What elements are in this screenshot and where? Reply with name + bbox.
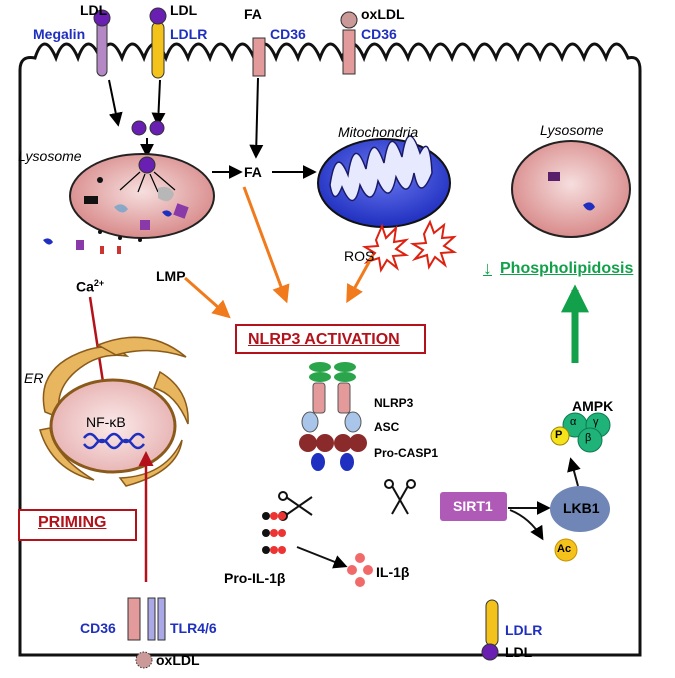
nfkb-label: NF-κB (86, 414, 126, 430)
lysosome-right (511, 140, 631, 238)
cd36-fa-label: CD36 (270, 26, 306, 42)
p-label: P (555, 429, 563, 441)
ldl-label-2: LDL (170, 2, 198, 18)
ldlr-label-top: LDLR (170, 26, 208, 42)
ldl-particle (131, 120, 147, 136)
ldl-label-bottom: LDL (505, 644, 533, 660)
sirt1-box (440, 492, 507, 521)
ca-label: Ca2+ (76, 278, 105, 295)
cd36-label-bottom: CD36 (80, 620, 116, 636)
mitochondria (317, 135, 451, 228)
nlrp3-activation-label: NLRP3 ACTIVATION (248, 331, 400, 348)
asc-label: ASC (374, 420, 400, 434)
cd36-fa-receptor (252, 37, 266, 77)
fa-label-top: FA (244, 6, 262, 22)
lysosome-left (69, 153, 215, 239)
beta-label: β (585, 432, 592, 444)
ros-burst (361, 219, 458, 273)
mitochondria-label: Mitochondria (338, 124, 419, 140)
er-label: ER (24, 370, 44, 386)
priming-label: PRIMING (38, 514, 107, 531)
ampk-label: AMPK (572, 398, 614, 414)
il1b-particles (347, 553, 373, 587)
procasp1-label: Pro-CASP1 (374, 446, 439, 460)
lkb1-label: LKB1 (563, 500, 600, 516)
lysosome-leak (43, 230, 142, 254)
megalin-receptor (93, 9, 111, 77)
alpha-label: α (570, 416, 577, 428)
tlr46-receptor (135, 597, 166, 669)
pro-il1b-label: Pro-IL-1β (224, 570, 286, 586)
cd36-label-top: CD36 (361, 26, 397, 42)
sirt1-label: SIRT1 (453, 498, 493, 514)
endoplasmic-reticulum (39, 336, 189, 487)
cd36-receptor-bottom (127, 597, 141, 641)
lkb1-node (550, 486, 610, 532)
lysosome-label-left: Lysosome (18, 148, 82, 164)
fa-label-mid: FA (244, 164, 262, 180)
ldl-label: LDL (80, 2, 108, 18)
phospholipidosis-label: Phospholipidosis (500, 260, 634, 277)
oxldl-label-bottom: oxLDL (156, 652, 200, 668)
ac-label: Ac (557, 543, 572, 555)
lysosome-label-right: Lysosome (540, 122, 604, 138)
priming-box (18, 509, 137, 541)
nlrp3-activation-box (235, 324, 426, 354)
down-arrow-label: ↓ (483, 258, 492, 278)
scissors-icon (278, 491, 313, 521)
ros-label: ROS (344, 248, 375, 264)
nlrp3-label: NLRP3 (374, 396, 414, 410)
ldlr-receptor-top (149, 7, 167, 79)
lmp-label: LMP (156, 268, 186, 284)
tlr46-label: TLR4/6 (170, 620, 217, 636)
nlrp3-inflammasome (299, 362, 367, 471)
ampk-complex (550, 412, 611, 453)
ldl-particle (149, 120, 165, 136)
ac-group (554, 538, 578, 562)
cell-membrane (18, 42, 642, 657)
oxldl-label-top: oxLDL (361, 6, 405, 22)
ldlr-label-bottom: LDLR (505, 622, 543, 638)
cd36-oxldl-receptor (340, 11, 358, 75)
ldlr-receptor-bottom (481, 599, 499, 661)
il1b-label: IL-1β (376, 564, 410, 580)
pro-il1b-chain (262, 512, 286, 554)
gamma-label: γ (593, 416, 599, 428)
megalin-label: Megalin (33, 26, 86, 42)
scissors-icon (384, 479, 416, 515)
